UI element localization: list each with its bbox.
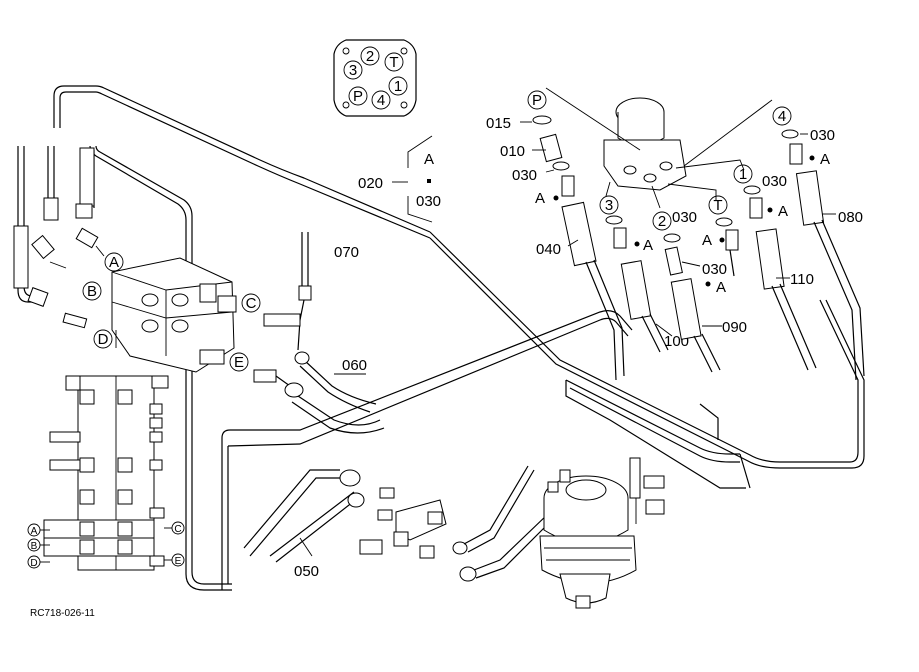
diagram-code: RC718-026-11 <box>30 608 95 619</box>
fitting-a: A <box>643 237 653 254</box>
part-number-030: 030 <box>702 261 727 278</box>
callout-3: 3 <box>605 197 613 214</box>
schematic-callout-c: C <box>174 524 181 535</box>
part-number-020: 020 <box>358 175 383 192</box>
part-number-030: 030 <box>762 173 787 190</box>
part-number-060: 060 <box>342 357 367 374</box>
fitting-a: A <box>778 203 788 220</box>
callout-b: B <box>87 283 97 300</box>
part-number-030: 030 <box>512 167 537 184</box>
callout-4: 4 <box>778 108 786 125</box>
callout-e: E <box>234 354 244 371</box>
part-number-110: 110 <box>790 271 814 288</box>
part-number-070: 070 <box>334 244 359 261</box>
fitting-a: A <box>535 190 545 207</box>
left-pilot-lines <box>13 146 105 329</box>
right-fittings: P 015 010 030 A 040 3 A 100 2 <box>486 90 865 381</box>
part-number-010: 010 <box>500 143 525 160</box>
swing-motor <box>539 457 665 609</box>
pilot-valve-body <box>545 87 773 209</box>
part-number-030: 030 <box>416 193 441 210</box>
fitting-a: A <box>702 232 712 249</box>
callout-a: A <box>109 254 119 271</box>
callout-2: 2 <box>658 213 666 230</box>
callout-t: T <box>713 197 722 214</box>
callout-p: P <box>532 92 542 109</box>
valve-block-schematic: A B D C E <box>27 375 185 571</box>
part-number-040: 040 <box>536 241 561 258</box>
hose-routing <box>221 232 751 590</box>
fitting-a: A <box>820 151 830 168</box>
callout-d: D <box>98 331 109 348</box>
part-number-050: 050 <box>294 563 319 580</box>
hose-050-assembly: 050 <box>243 465 553 582</box>
pilot-valve-port-layout: 2 3 T P 4 1 <box>333 39 417 117</box>
control-valve-assembly <box>111 257 385 434</box>
fitting-a: A <box>716 279 726 296</box>
port-label: 4 <box>377 92 385 109</box>
schematic-callout-d: D <box>30 558 37 569</box>
part-number-030: 030 <box>810 127 835 144</box>
key-letter-a: A <box>424 151 434 168</box>
port-label: T <box>389 54 398 71</box>
callout-1: 1 <box>739 166 747 183</box>
part-number-030: 030 <box>672 209 697 226</box>
schematic-callout-e: E <box>175 556 182 567</box>
port-label: P <box>353 88 363 105</box>
kit-key-note: 020 A 030 <box>358 135 441 223</box>
valve-callouts: A B D C E <box>82 252 261 372</box>
part-number-090: 090 <box>722 319 747 336</box>
port-label: 2 <box>366 48 374 65</box>
part-number-080: 080 <box>838 209 863 226</box>
port-label: 1 <box>394 78 402 95</box>
part-number-015: 015 <box>486 115 511 132</box>
schematic-callout-b: B <box>31 541 38 552</box>
port-label: 3 <box>349 62 357 79</box>
schematic-callout-a: A <box>31 526 38 537</box>
callout-c: C <box>246 295 257 312</box>
